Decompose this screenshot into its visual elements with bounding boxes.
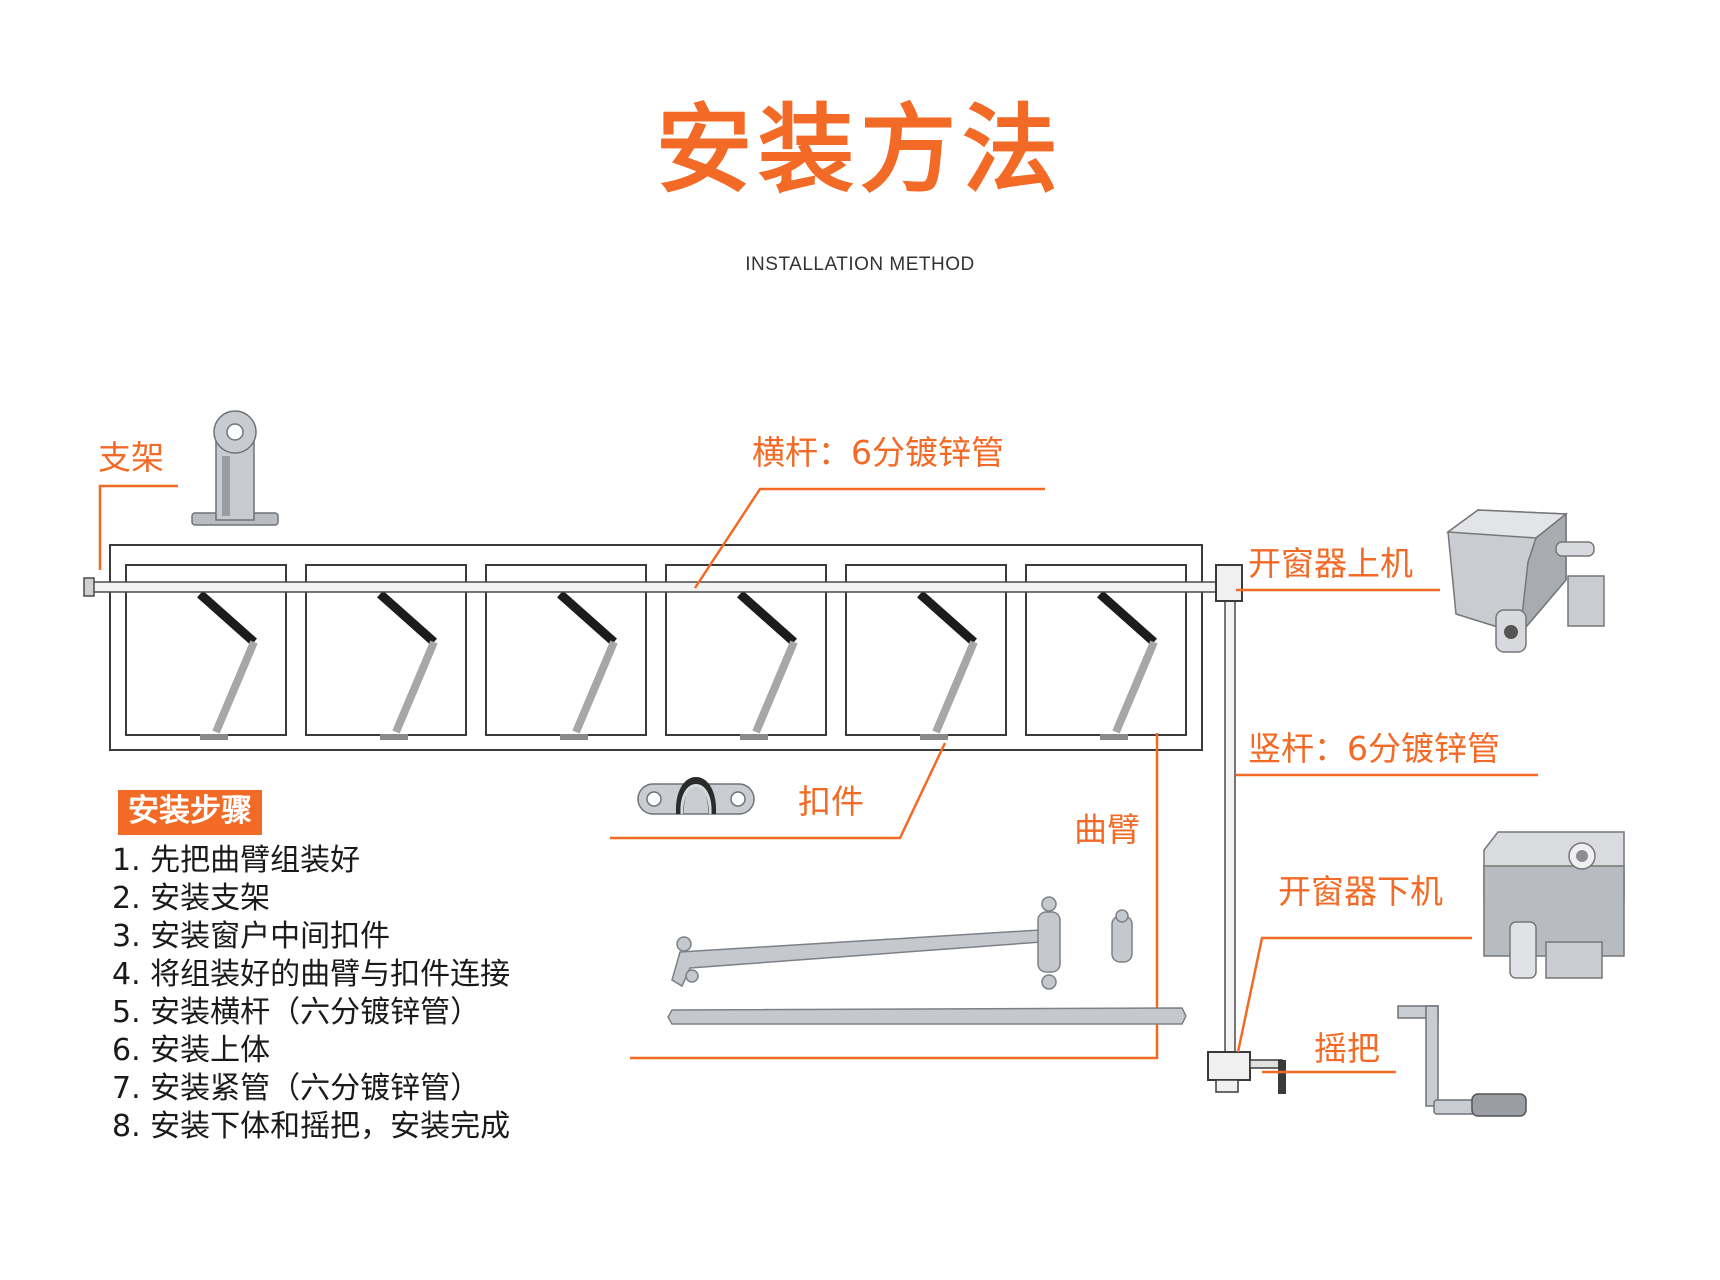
label-curved-arm: 曲臂 (1074, 810, 1140, 849)
window-pane (665, 564, 827, 740)
upper-opener-unit-icon (1445, 509, 1605, 653)
arm-base-plate (560, 734, 588, 740)
arm-base-plate (740, 734, 768, 740)
arm-base-plate (200, 734, 228, 740)
window-pane (125, 564, 287, 740)
steps-list: 1. 先把曲臂组装好 2. 安装支架 3. 安装窗户中间扣件 4. 将组装好的曲… (112, 842, 510, 1146)
vertical-rod (1207, 564, 1286, 1094)
arm-lower-segment (212, 640, 258, 734)
window-pane (845, 564, 1007, 740)
arm-lower-segment (752, 640, 798, 734)
arm-lower-segment (1112, 640, 1158, 734)
label-bracket: 支架 (98, 438, 164, 477)
arm-upper-segment (377, 590, 437, 646)
curved-arm-parts-icon (667, 896, 1187, 1025)
label-lower-unit: 开窗器下机 (1278, 872, 1443, 911)
step-item: 6. 安装上体 (112, 1033, 271, 1068)
fastener-part-icon (637, 777, 755, 815)
arm-base-plate (1100, 734, 1128, 740)
step-item: 8. 安装下体和摇把，安装完成 (112, 1109, 511, 1144)
step-item: 7. 安装紧管（六分镀锌管） (112, 1071, 481, 1106)
arm-upper-segment (917, 590, 977, 646)
arm-lower-segment (392, 640, 438, 734)
leader-curved-arm (630, 733, 1159, 1060)
lower-opener-unit-icon (1483, 831, 1625, 979)
leader-crossbar (693, 487, 1045, 589)
leader-fastener (610, 742, 947, 840)
step-item: 2. 安装支架 (112, 881, 271, 916)
label-crank: 摇把 (1314, 1029, 1380, 1068)
leader-lines (98, 484, 1538, 1074)
window-pane (485, 564, 647, 740)
step-item: 4. 将组装好的曲臂与扣件连接 (112, 957, 511, 992)
label-crossbar: 横杆：6分镀锌管 (752, 433, 1004, 472)
bracket-part-icon (191, 410, 279, 526)
page-title: 安装方法 (656, 94, 1064, 206)
window-frame (109, 544, 1203, 751)
label-upper-unit: 开窗器上机 (1248, 544, 1413, 583)
step-item: 5. 安装横杆（六分镀锌管） (112, 995, 481, 1030)
steps-title-badge: 安装步骤 (118, 790, 262, 835)
arm-upper-segment (737, 590, 797, 646)
arm-lower-segment (932, 640, 978, 734)
arm-base-plate (920, 734, 948, 740)
leader-bracket (98, 484, 178, 570)
arm-upper-segment (197, 590, 257, 646)
arm-upper-segment (1097, 590, 1157, 646)
crossbar-rod (83, 577, 1229, 597)
window-pane (1025, 564, 1187, 740)
arm-upper-segment (557, 590, 617, 646)
arm-base-plate (380, 734, 408, 740)
arm-lower-segment (572, 640, 618, 734)
step-item: 3. 安装窗户中间扣件 (112, 919, 391, 954)
crank-handle-icon (1397, 1005, 1527, 1117)
step-item: 1. 先把曲臂组装好 (112, 843, 361, 878)
window-panes (125, 564, 1187, 740)
leader-lower-unit (1236, 936, 1472, 1053)
page-subtitle: INSTALLATION METHOD (745, 254, 975, 275)
label-vertical-bar: 竖杆：6分镀锌管 (1248, 729, 1500, 768)
label-fastener: 扣件 (798, 782, 864, 821)
window-pane (305, 564, 467, 740)
